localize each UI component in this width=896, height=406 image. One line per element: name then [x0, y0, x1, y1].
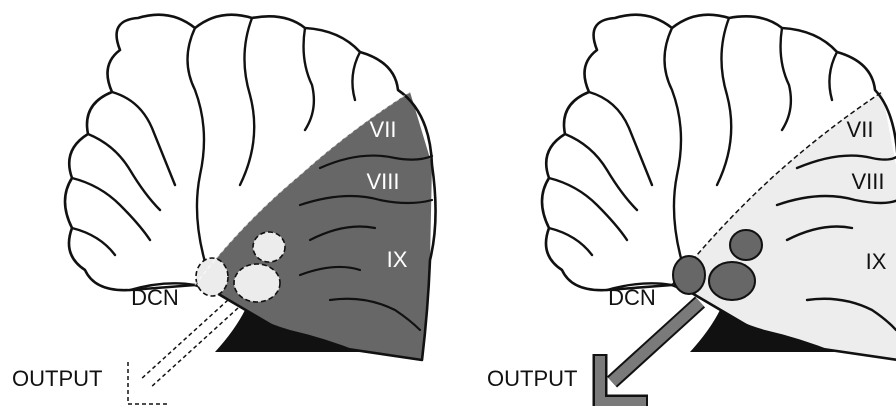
- right-output-arrow: [600, 302, 700, 402]
- left-label-ix: IX: [387, 247, 408, 272]
- right-label-ix: IX: [866, 249, 887, 274]
- left-nucleus-3: [234, 264, 280, 302]
- left-label-dcn: DCN: [131, 285, 179, 310]
- right-label-vii: VII: [847, 117, 874, 142]
- right-nucleus-2: [673, 256, 705, 294]
- right-panel: VII VIII IX DCN OUTPUT: [487, 15, 896, 402]
- left-panel: VII VIII IX DCN OUTPUT: [12, 15, 436, 404]
- left-label-viii: VIII: [366, 169, 399, 194]
- right-label-dcn: DCN: [608, 285, 656, 310]
- left-label-output: OUTPUT: [12, 366, 102, 391]
- right-label-viii: VIII: [851, 169, 884, 194]
- right-nucleus-3: [709, 262, 755, 300]
- right-label-output: OUTPUT: [487, 366, 577, 391]
- right-nucleus-1: [730, 230, 762, 260]
- left-label-vii: VII: [370, 117, 397, 142]
- left-nucleus-1: [253, 232, 285, 262]
